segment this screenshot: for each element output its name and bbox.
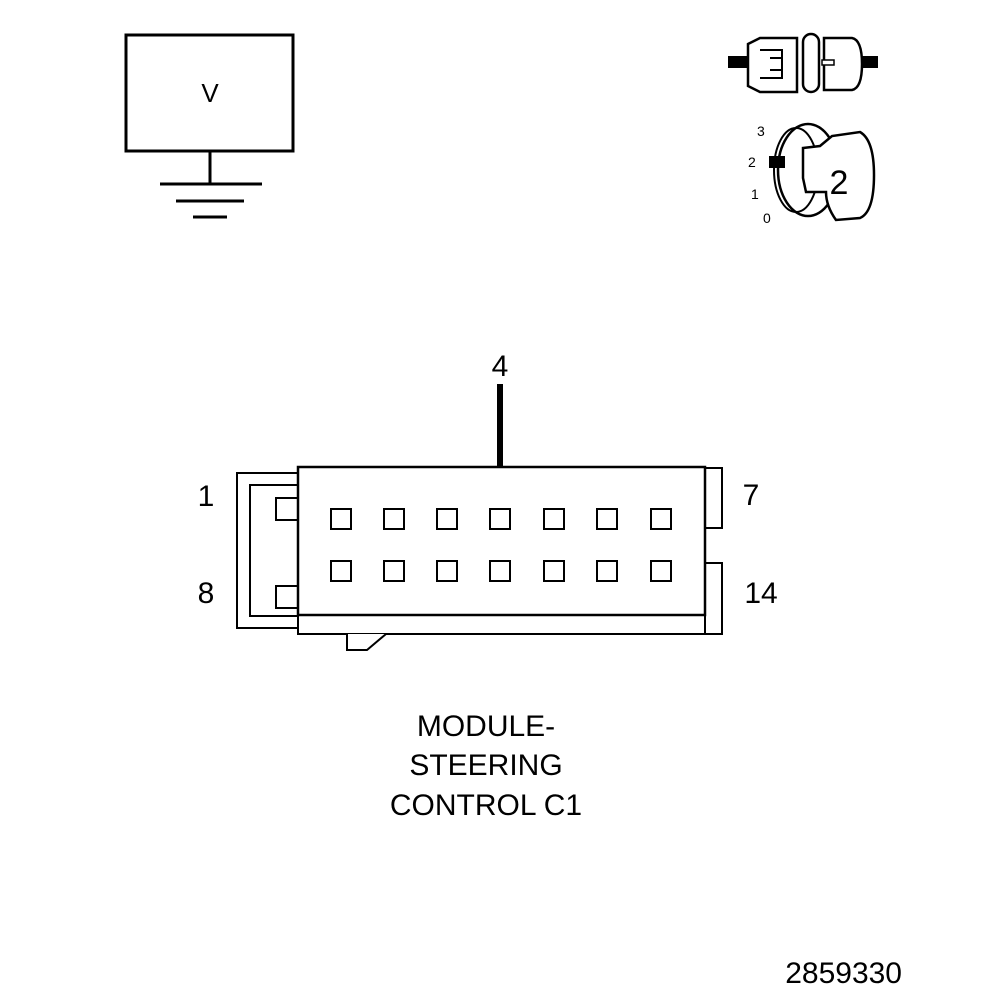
probe-pin-label: 4: [492, 350, 509, 383]
cavity-8: [330, 560, 352, 582]
cavity-12: [543, 560, 565, 582]
cavity-11: [489, 560, 511, 582]
connector-title-line-2: STEERING: [409, 749, 562, 782]
connector-right-key-top: [704, 467, 723, 529]
connector-housing: [296, 465, 707, 617]
pin-label-row1-last: 7: [743, 479, 760, 512]
key-selected-position: 2: [830, 164, 849, 202]
connector-title-line-1: MODULE-: [417, 710, 555, 743]
voltmeter-symbol: V: [124, 33, 295, 219]
cavity-3: [436, 508, 458, 530]
connector-title-line-3: CONTROL C1: [390, 789, 582, 822]
cavity-10: [436, 560, 458, 582]
ignition-key-icon: 3 2 1 0 2: [748, 122, 876, 226]
key-position-3: 3: [757, 123, 765, 139]
key-position-1: 1: [751, 186, 759, 202]
cavity-14: [650, 560, 672, 582]
cavity-6: [596, 508, 618, 530]
key-position-2: 2: [748, 154, 756, 170]
cavity-13: [596, 560, 618, 582]
pin-label-row1-first: 1: [198, 480, 215, 513]
cavity-5: [543, 508, 565, 530]
connector-right-key-bottom: [704, 562, 723, 635]
cavity-2: [383, 508, 405, 530]
key-position-0: 0: [763, 210, 771, 226]
cavity-1: [330, 508, 352, 530]
voltmeter-label: V: [201, 78, 219, 108]
cavity-4: [489, 508, 511, 530]
ground-icon: [160, 182, 262, 219]
cavity-7: [650, 508, 672, 530]
connector-c1: [236, 465, 723, 651]
connector-disconnect-icon: [728, 32, 878, 94]
pin-label-row2-last: 14: [744, 577, 777, 610]
figure-number: 2859330: [785, 957, 902, 990]
connector-cavities: [330, 508, 672, 582]
pin-label-row2-first: 8: [198, 577, 215, 610]
cavity-9: [383, 560, 405, 582]
voltmeter-box: [124, 33, 295, 153]
